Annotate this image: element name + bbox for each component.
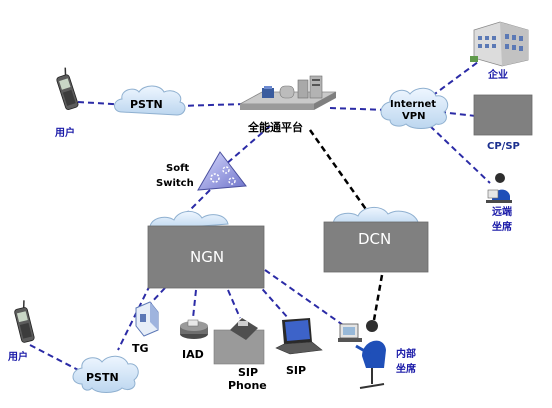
sip-phone-icon [213, 318, 265, 365]
vpn-label: VPN [402, 111, 425, 122]
cpsp-box [473, 94, 533, 136]
link-internet-enterprise [431, 61, 479, 97]
internet-vpn-cloud: Internet VPN [380, 87, 449, 129]
dcn-node: DCN [323, 207, 429, 273]
sip-phone-label-1: SIP [238, 366, 258, 379]
building-icon [470, 21, 529, 67]
cpsp-label: CP/SP [487, 141, 520, 152]
softswitch-label-2: Switch [156, 178, 194, 189]
link-ngn-sip [255, 281, 289, 319]
enterprise-label: 企业 [487, 68, 508, 81]
softswitch-label-1: Soft [166, 163, 189, 174]
gateway-icon [135, 301, 159, 337]
iad-label: IAD [182, 348, 204, 361]
sip-phone-node: SIP Phone [213, 318, 267, 392]
user-bottom-label: 用户 [7, 350, 28, 363]
operator-icon [486, 173, 512, 203]
platform-node: 全能通平台 [239, 75, 337, 134]
dcn-box [323, 221, 429, 273]
link-platform-dcn [308, 129, 372, 216]
link-ngn-pstn-bottom [117, 284, 151, 351]
mobile-phone-icon [56, 67, 79, 110]
ngn-label: NGN [190, 248, 224, 266]
iad-icon [180, 319, 208, 339]
ngn-box [147, 225, 265, 289]
internal-seat-node: 内部 坐席 [338, 320, 416, 389]
internal-seat-label-1: 内部 [396, 347, 416, 360]
sip-label: SIP [286, 364, 306, 377]
user-top-node: 用户 [54, 67, 79, 139]
pstn-top-label: PSTN [130, 98, 163, 111]
tg-node: TG [132, 301, 159, 355]
link-user-bottom-pstn [29, 344, 83, 373]
iad-node: IAD [180, 319, 208, 361]
pstn-top-cloud: PSTN [114, 85, 186, 116]
link-dcn-internal-seat [372, 274, 384, 321]
link-internet-cpsp [439, 111, 477, 117]
pstn-bottom-cloud: PSTN [72, 355, 139, 393]
sip-phone-label-2: Phone [228, 379, 267, 392]
tg-label: TG [132, 342, 149, 355]
remote-seat-label-1: 远端 [492, 205, 512, 218]
user-bottom-node: 用户 [7, 300, 35, 363]
remote-seat-label-2: 坐席 [492, 220, 512, 233]
user-top-label: 用户 [54, 126, 75, 139]
cpsp-node: CP/SP [473, 94, 533, 152]
operator-icon [338, 320, 386, 389]
internal-seat-label-2: 坐席 [396, 362, 416, 375]
sip-node: SIP [275, 318, 323, 377]
softswitch-icon [197, 151, 247, 191]
link-internet-remote-seat [429, 125, 491, 184]
link-ngn-internal-seat [264, 269, 351, 331]
link-ngn-sip-phone [227, 289, 241, 319]
dcn-label: DCN [358, 230, 391, 248]
mobile-phone-icon [14, 300, 35, 343]
enterprise-node: 企业 [470, 21, 529, 81]
internet-label: Internet [390, 99, 436, 110]
link-ngn-iad [192, 289, 197, 319]
server-rack-icon [239, 75, 337, 110]
link-platform-internet [329, 107, 389, 111]
softswitch-node: Soft Switch [156, 151, 247, 191]
pstn-bottom-label: PSTN [86, 371, 119, 384]
dcn-links [308, 129, 384, 321]
link-pstn-platform [177, 103, 246, 107]
laptop-icon [275, 318, 323, 355]
remote-seat-node: 远端 坐席 [486, 173, 512, 233]
platform-label: 全能通平台 [247, 120, 303, 134]
ngn-node: NGN [147, 211, 265, 289]
